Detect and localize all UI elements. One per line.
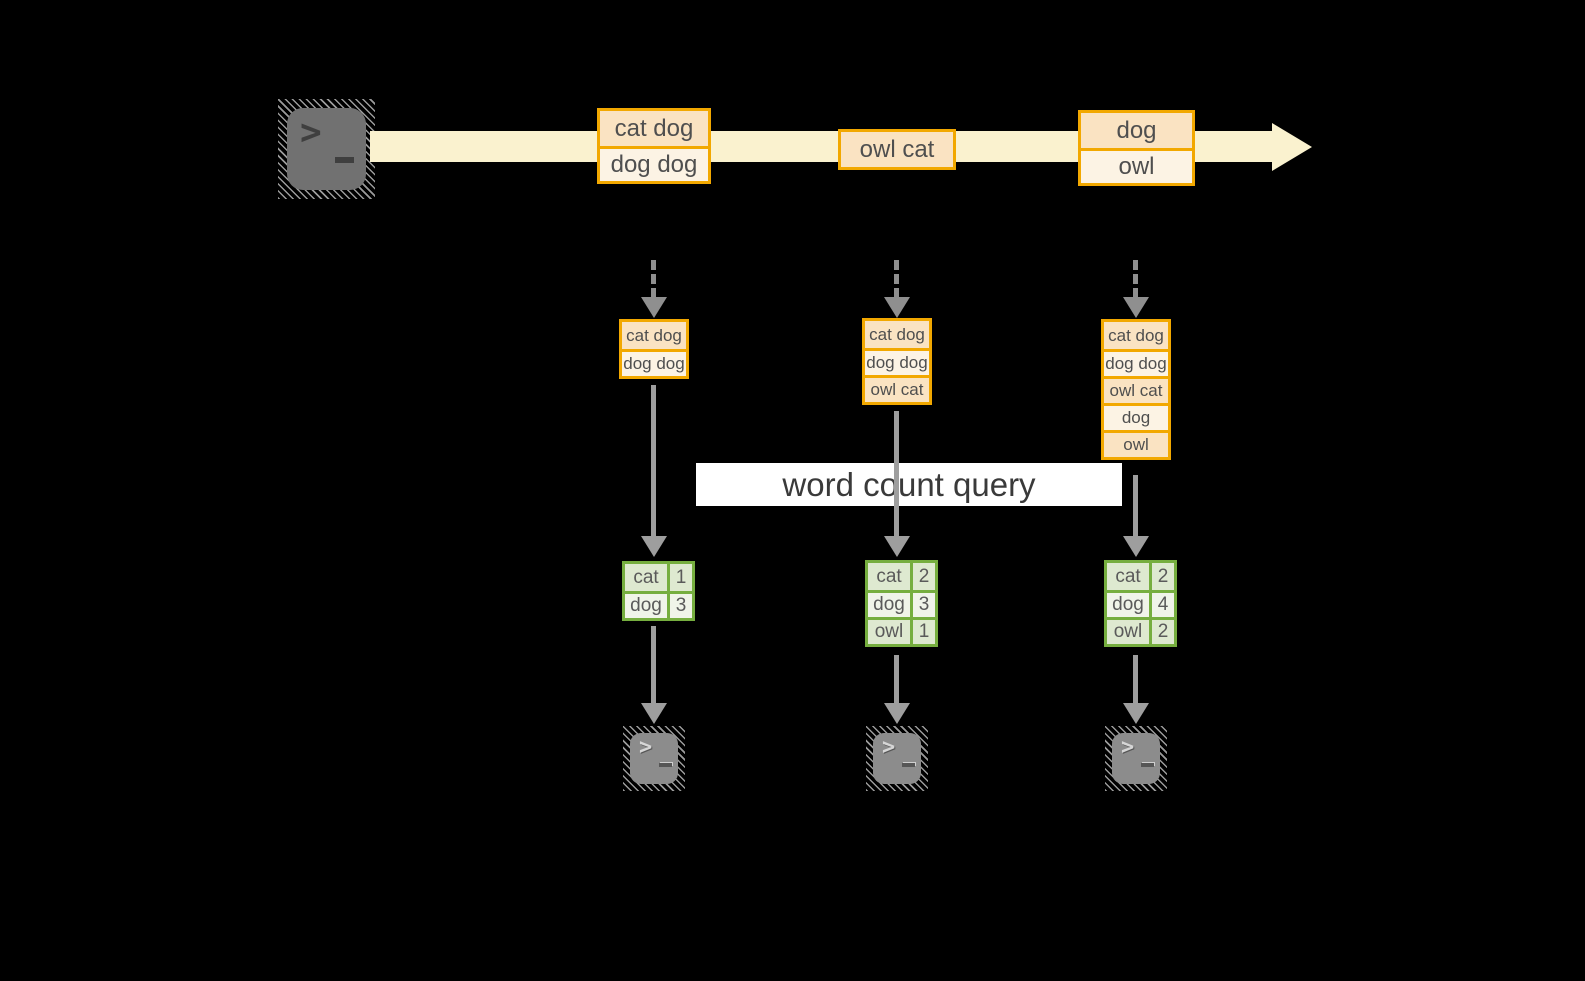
word-count-table-1: cat 1 dog 3 — [622, 561, 695, 621]
word-cell: owl — [1113, 621, 1143, 642]
table-row: dog 3 — [625, 591, 692, 618]
sink-terminal-icon-3: > — [1105, 726, 1167, 791]
sink-arrow-head-icon — [884, 703, 910, 724]
batch-line: owl — [1081, 148, 1192, 183]
state-cell: owl cat — [865, 375, 929, 402]
dashed-arrow-line — [1133, 260, 1138, 298]
word-cell: cat — [1115, 565, 1141, 587]
word-count-table-2: cat 2 dog 3 owl 1 — [865, 560, 938, 647]
batch-line: owl cat — [841, 132, 953, 167]
dashed-arrow-line — [651, 260, 656, 298]
count-cell: 1 — [667, 564, 692, 591]
batch-line: dog dog — [600, 146, 708, 181]
sink-arrow-line — [651, 626, 656, 704]
state-cell: dog dog — [622, 349, 686, 376]
source-terminal-icon: > — [278, 99, 375, 199]
terminal-prompt-glyph: > — [882, 735, 896, 760]
terminal-icon: > — [1112, 733, 1160, 784]
state-cell: owl — [1104, 430, 1168, 457]
state-cell: cat dog — [865, 321, 929, 348]
query-arrow-head-icon — [641, 536, 667, 557]
count-cell: 3 — [667, 594, 692, 618]
state-cell: owl cat — [1104, 376, 1168, 403]
terminal-prompt-glyph: > — [300, 112, 322, 153]
terminal-cursor-icon — [902, 763, 915, 767]
state-cell: dog dog — [1104, 349, 1168, 376]
query-arrow-line — [651, 385, 656, 537]
count-cell: 2 — [910, 563, 935, 590]
table-row: dog 3 — [868, 590, 935, 617]
state-box-3: cat dog dog dog owl cat dog owl — [1101, 319, 1171, 460]
word-cell: dog — [630, 595, 662, 616]
word-cell: cat — [876, 565, 902, 587]
word-cell: dog — [873, 594, 905, 615]
word-cell: cat — [633, 566, 659, 588]
terminal-icon: > — [630, 733, 678, 784]
query-arrow-head-icon — [884, 536, 910, 557]
state-box-2: cat dog dog dog owl cat — [862, 318, 932, 405]
dashed-arrow-head-icon — [1123, 297, 1149, 318]
batch-line: dog — [1081, 113, 1192, 148]
query-label: word count query — [782, 465, 1036, 503]
terminal-prompt-glyph: > — [639, 735, 653, 760]
count-cell: 3 — [910, 593, 935, 617]
sink-terminal-icon-1: > — [623, 726, 685, 791]
table-row: cat 2 — [868, 563, 935, 590]
stream-batch-2: owl cat — [838, 129, 956, 170]
table-row: dog 4 — [1107, 590, 1174, 617]
sink-arrow-line — [1133, 655, 1138, 704]
word-cell: dog — [1112, 594, 1144, 615]
stream-arrowhead-icon — [1272, 123, 1312, 171]
table-row: cat 1 — [625, 564, 692, 591]
query-label-box: word count query — [696, 463, 1122, 506]
word-count-table-3: cat 2 dog 4 owl 2 — [1104, 560, 1177, 647]
table-row: owl 1 — [868, 617, 935, 644]
table-row: cat 2 — [1107, 563, 1174, 590]
sink-arrow-line — [894, 655, 899, 704]
table-row: owl 2 — [1107, 617, 1174, 644]
batch-line: cat dog — [600, 111, 708, 146]
count-cell: 2 — [1149, 563, 1174, 590]
state-cell: cat dog — [1104, 322, 1168, 349]
stream-batch-3: dog owl — [1078, 110, 1195, 186]
state-cell: dog dog — [865, 348, 929, 375]
count-cell: 1 — [910, 620, 935, 644]
query-arrow-head-icon — [1123, 536, 1149, 557]
terminal-cursor-icon — [659, 763, 672, 767]
count-cell: 2 — [1149, 620, 1174, 644]
stream-batch-1: cat dog dog dog — [597, 108, 711, 184]
count-cell: 4 — [1149, 593, 1174, 617]
state-box-1: cat dog dog dog — [619, 319, 689, 379]
dashed-arrow-head-icon — [884, 297, 910, 318]
query-arrow-line — [894, 411, 899, 537]
state-cell: cat dog — [622, 322, 686, 349]
dashed-arrow-head-icon — [641, 297, 667, 318]
terminal-cursor-icon — [1141, 763, 1154, 767]
terminal-prompt-glyph: > — [1121, 735, 1135, 760]
terminal-cursor-icon — [335, 157, 354, 163]
dashed-arrow-line — [894, 260, 899, 298]
sink-arrow-head-icon — [1123, 703, 1149, 724]
sink-arrow-head-icon — [641, 703, 667, 724]
sink-terminal-icon-2: > — [866, 726, 928, 791]
query-arrow-line — [1133, 475, 1138, 537]
word-cell: owl — [874, 621, 904, 642]
terminal-icon: > — [873, 733, 921, 784]
terminal-icon: > — [287, 108, 366, 190]
state-cell: dog — [1104, 403, 1168, 430]
